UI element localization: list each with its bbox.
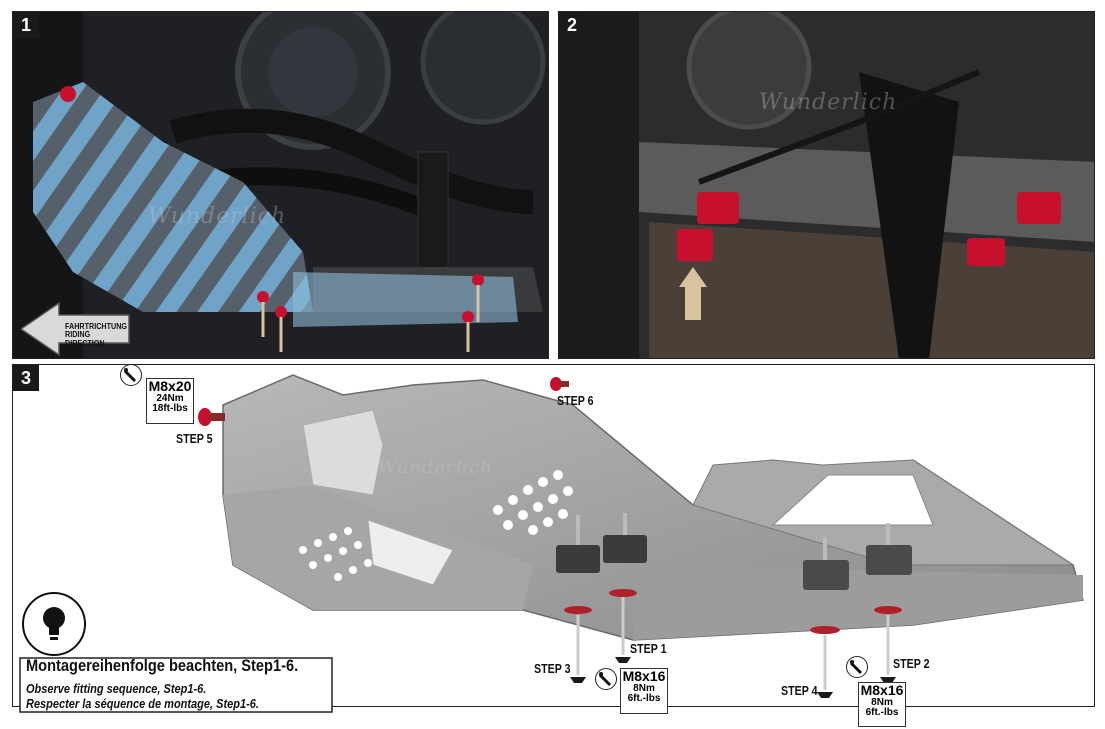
step-6-label: STEP 6 [557, 393, 594, 408]
step-3-label: STEP 3 [534, 661, 571, 676]
step-4-label: STEP 4 [781, 683, 818, 698]
watermark: Wunderlich [148, 204, 287, 229]
spec-box-m8x16-left: M8x16 8Nm 6ft.-lbs [620, 668, 668, 714]
lightbulb-icon [22, 592, 86, 656]
panel-number-2: 2 [559, 12, 585, 38]
note-de: Montagereihenfolge beachten, Step1-6. [26, 656, 299, 675]
watermark: Wunderlich [759, 90, 898, 115]
step-5-label: STEP 5 [176, 431, 213, 446]
skid-plate-diagram [198, 374, 1084, 698]
riding-direction-arrow: FAHRTRICHTUNG RIDING DIRECTION [19, 299, 131, 358]
photo-panel-1: 1 Wunderlich FAHRTR [12, 11, 549, 359]
engine-photo-1 [13, 12, 548, 358]
arrow-left-icon [19, 301, 130, 357]
screwdriver-icon [846, 656, 868, 678]
panel-number-1: 1 [13, 12, 39, 38]
photo-panel-2: 2 Wunderlich [558, 11, 1095, 359]
step-2-label: STEP 2 [893, 656, 930, 671]
note-fr: Respecter la séquence de montage, Step1-… [26, 697, 259, 711]
fitting-sequence-note: Montagereihenfolge beachten, Step1-6. Ob… [14, 656, 334, 714]
watermark: Wunderlich [378, 457, 493, 478]
panel-number-3: 3 [13, 365, 39, 391]
spec-box-m8x20: M8x20 24Nm 18ft-lbs [146, 378, 194, 424]
engine-photo-2 [559, 12, 1094, 358]
screwdriver-icon [120, 364, 142, 386]
direction-label: FAHRTRICHTUNG RIDING DIRECTION [65, 322, 128, 348]
screwdriver-icon [595, 668, 617, 690]
spec-box-m8x16-right: M8x16 8Nm 6ft.-lbs [858, 682, 906, 727]
note-en: Observe fitting sequence, Step1-6. [26, 682, 207, 696]
step-1-label: STEP 1 [630, 641, 667, 656]
